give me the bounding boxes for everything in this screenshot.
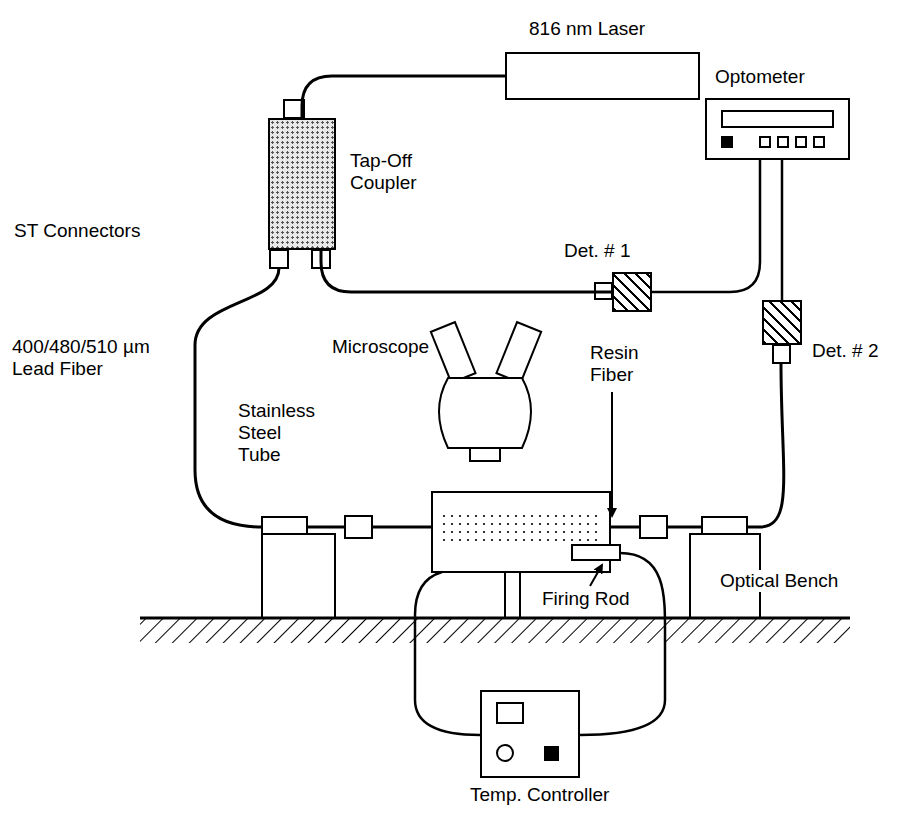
signal-cable — [652, 160, 760, 292]
controller-box: Temp. Controller — [480, 690, 580, 778]
panel-control — [544, 746, 559, 761]
panel-control — [777, 136, 789, 148]
part-label: Firing Rod — [540, 588, 632, 610]
leader-line — [611, 392, 613, 516]
part-label: Resin Fiber — [588, 342, 652, 386]
node-label: 816 nm Laser — [529, 18, 645, 40]
optical-bench — [140, 618, 850, 643]
panel-control — [496, 702, 524, 724]
panel-control — [759, 136, 771, 148]
signal-cable — [781, 160, 784, 300]
laser-box: 816 nm Laser — [505, 52, 700, 100]
leader-line — [590, 565, 602, 586]
part-label: Optical Bench — [718, 570, 840, 592]
panel-control — [795, 136, 807, 148]
part-label: ST Connectors — [12, 220, 142, 242]
panel-control — [721, 136, 733, 148]
node-label: Temp. Controller — [470, 784, 609, 806]
node-label: Optometer — [715, 66, 805, 88]
heater-wire — [415, 572, 480, 735]
output-fiber — [610, 363, 784, 527]
heater-wire — [580, 553, 665, 735]
node-label: Tap-Off Coupler — [350, 150, 430, 194]
microscope-figure — [431, 322, 541, 461]
panel-control — [496, 744, 514, 762]
lead-fiber — [195, 268, 432, 527]
part-label: 400/480/510 µm Lead Fiber — [10, 336, 174, 380]
detector-box: Det. # 2 — [762, 300, 802, 345]
detector-box: Det. # 1 — [612, 272, 652, 312]
optical-fiber — [302, 76, 505, 118]
panel-control — [813, 136, 825, 148]
part-label: Microscope — [330, 336, 431, 358]
node-label: Det. # 2 — [812, 340, 879, 362]
coupler-box: Tap-Off Coupler — [268, 118, 336, 250]
node-label: Det. # 1 — [564, 240, 631, 262]
optometer-box: Optometer — [705, 98, 850, 160]
part-label: Stainless Steel Tube — [236, 400, 320, 466]
panel-control — [721, 110, 834, 128]
